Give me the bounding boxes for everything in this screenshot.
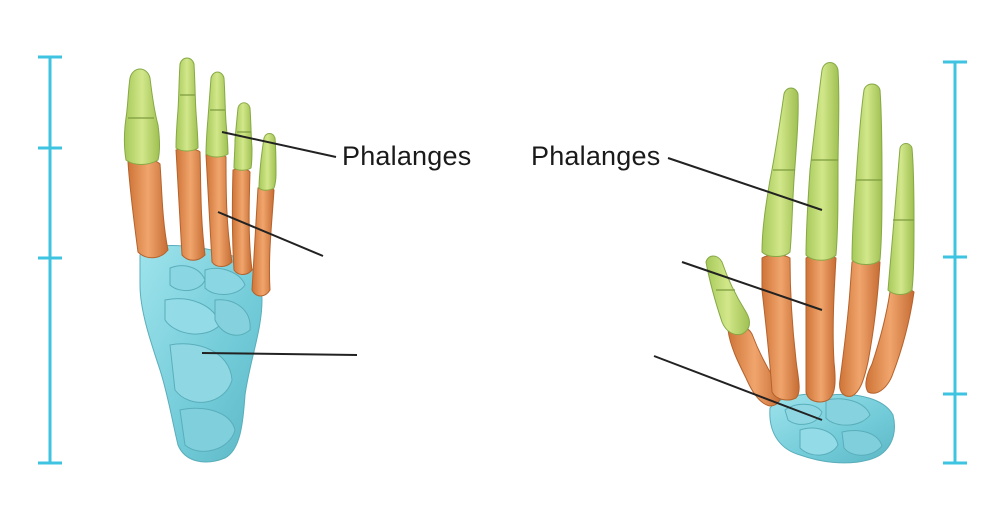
hand-carpals — [770, 394, 895, 463]
hand-phalanges-leader — [668, 158, 822, 210]
hand-metacarpals — [728, 255, 914, 406]
hand-phalanges-label: Phalanges — [531, 141, 660, 172]
hand-illustration — [706, 63, 914, 463]
foot-scale-bar — [38, 57, 62, 463]
leader-lines — [202, 132, 822, 420]
foot-illustration — [125, 58, 277, 462]
hand-metacarpals-leader — [682, 262, 822, 310]
hand-scale-bar — [943, 62, 967, 463]
foot-phalanges-label: Phalanges — [342, 141, 471, 172]
